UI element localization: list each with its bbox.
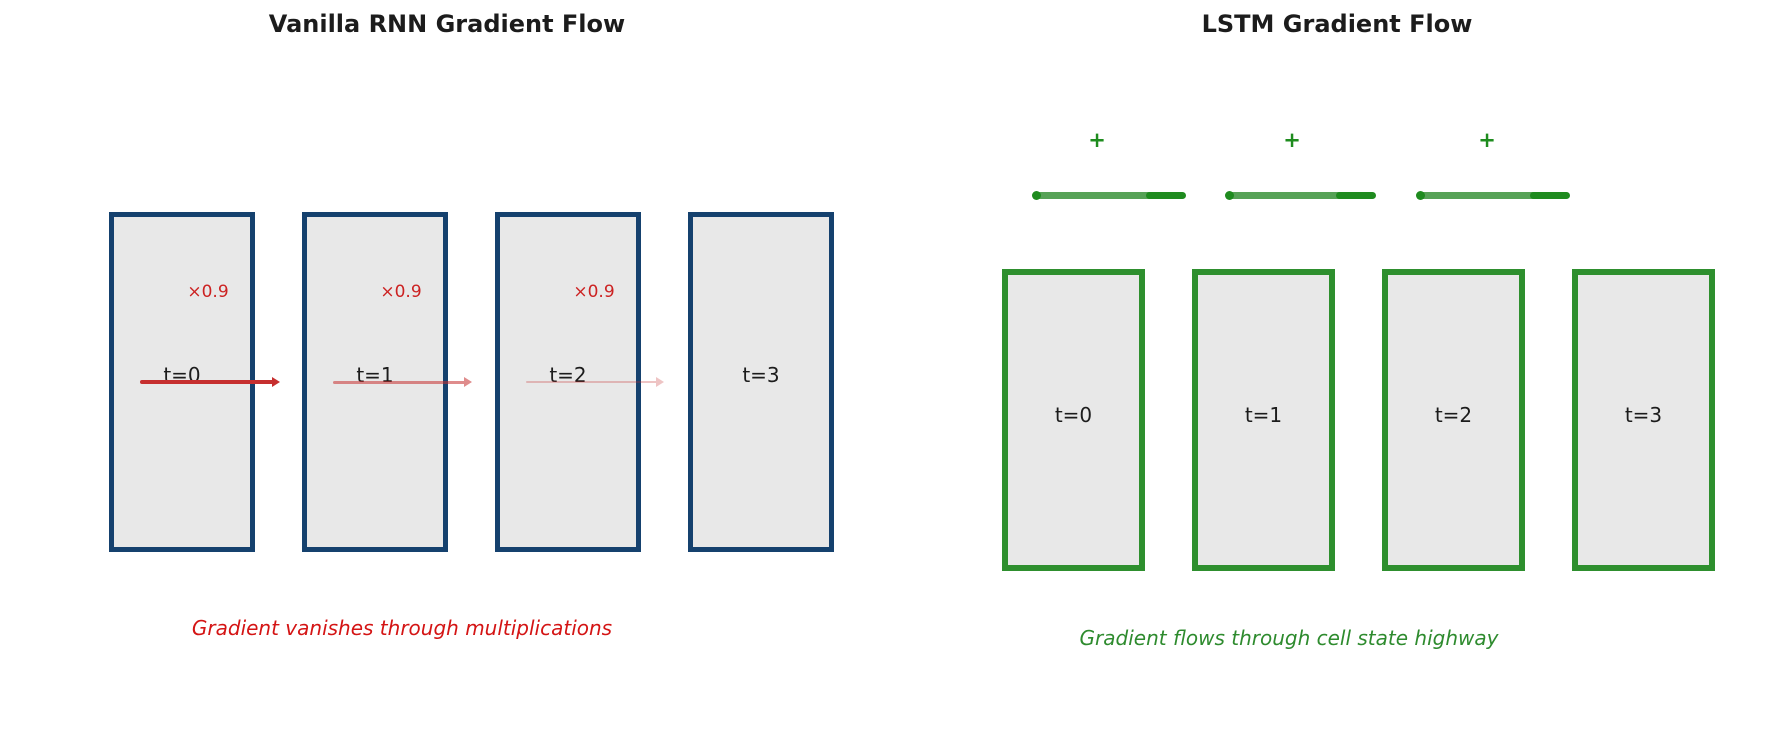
rnn-mult-label-1: ×0.9: [380, 282, 422, 302]
lstm-box-t3: t=3: [1572, 269, 1715, 571]
lstm-plus-icon-1: +: [1283, 128, 1301, 152]
lstm-box-t2: t=2: [1382, 269, 1525, 571]
arrow-shaft: [526, 381, 658, 383]
arrow-head-icon: [464, 377, 472, 387]
lstm-box-t1-label: t=1: [1244, 403, 1283, 427]
lstm-plus-icon-2: +: [1478, 128, 1496, 152]
lstm-panel-title: LSTM Gradient Flow: [1201, 10, 1473, 38]
lstm-box-t1: t=1: [1192, 269, 1335, 571]
rnn-box-t2-label: t=2: [549, 363, 587, 387]
line-end-cap: [1146, 192, 1186, 199]
lstm-caption: Gradient flows through cell state highwa…: [1079, 626, 1499, 650]
arrow-shaft: [140, 380, 274, 384]
rnn-box-t3: t=3: [688, 212, 834, 552]
line-start-dot: [1032, 191, 1041, 200]
lstm-cell-line-2: [1416, 191, 1570, 200]
rnn-panel-title: Vanilla RNN Gradient Flow: [268, 10, 626, 38]
lstm-box-t2-label: t=2: [1434, 403, 1473, 427]
arrow-head-icon: [656, 377, 664, 387]
line-start-dot: [1225, 191, 1234, 200]
rnn-box-t2: t=2: [495, 212, 641, 552]
lstm-cell-line-0: [1032, 191, 1186, 200]
lstm-box-t0-label: t=0: [1054, 403, 1093, 427]
arrow-shaft: [333, 381, 466, 384]
line-end-cap: [1530, 192, 1570, 199]
rnn-box-t3-label: t=3: [742, 363, 780, 387]
lstm-box-t3-label: t=3: [1624, 403, 1663, 427]
line-end-cap: [1336, 192, 1376, 199]
lstm-plus-icon-0: +: [1088, 128, 1106, 152]
lstm-cell-line-1: [1225, 191, 1376, 200]
rnn-mult-label-2: ×0.9: [573, 282, 615, 302]
arrow-head-icon: [272, 377, 280, 387]
line-start-dot: [1416, 191, 1425, 200]
lstm-box-t0: t=0: [1002, 269, 1145, 571]
rnn-mult-label-0: ×0.9: [187, 282, 229, 302]
rnn-box-t1-label: t=1: [356, 363, 394, 387]
rnn-caption: Gradient vanishes through multiplication…: [191, 616, 613, 640]
